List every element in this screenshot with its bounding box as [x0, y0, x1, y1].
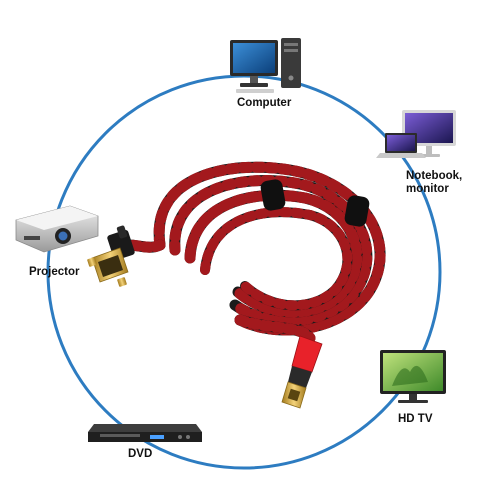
braided-cable-icon — [122, 161, 386, 344]
device-label-computer: Computer — [237, 97, 292, 109]
hdmi-connector-icon — [281, 335, 323, 409]
device-label-dvd: DVD — [128, 448, 153, 460]
hd-tv-icon — [380, 350, 446, 403]
notebook-monitor-icon — [376, 110, 456, 158]
dvd-player-icon — [88, 424, 202, 442]
device-label-notebook: Notebook, monitor — [406, 170, 463, 195]
device-label-projector: Projector — [29, 266, 80, 278]
desktop-computer-icon — [230, 38, 301, 93]
dvi-connector-icon — [87, 225, 135, 287]
projector-icon — [15, 205, 99, 253]
device-label-hdtv: HD TV — [398, 413, 433, 425]
